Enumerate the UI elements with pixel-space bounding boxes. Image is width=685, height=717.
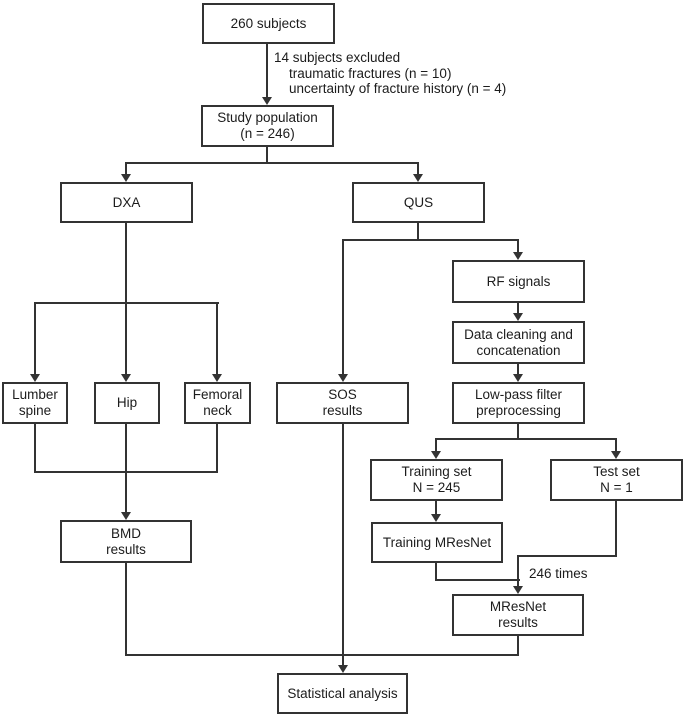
edge-lumber-down xyxy=(34,424,36,473)
node-label: Statistical analysis xyxy=(287,685,398,701)
arrowhead-study-population xyxy=(262,97,272,105)
edge-subjects-to-study xyxy=(266,44,268,98)
edge-qus-split xyxy=(342,239,519,241)
edge-cleaning-to-lowpass xyxy=(517,364,519,375)
node-training-set: Training set N = 245 xyxy=(370,459,503,501)
edge-sites-merge xyxy=(34,471,218,473)
edge-study-down xyxy=(266,147,268,164)
node-label: Training set xyxy=(401,464,472,479)
edge-to-femoral-neck xyxy=(216,302,218,375)
node-label: Low-pass filter xyxy=(474,387,563,402)
node-label: N = 245 xyxy=(412,480,461,495)
edge-rf-to-cleaning xyxy=(517,303,519,314)
edge-mresnet-results-down xyxy=(517,636,519,656)
node-label: neck xyxy=(203,403,232,418)
excluded-item: uncertainty of fracture history (n = 4) xyxy=(289,81,507,96)
node-sos-results: SOS results xyxy=(276,382,409,424)
node-label: QUS xyxy=(403,194,434,210)
times-label: 246 times xyxy=(529,566,588,581)
node-study-population: Study population (n = 246) xyxy=(201,105,334,147)
node-260-subjects: 260 subjects xyxy=(202,3,335,44)
arrowhead-sos-results xyxy=(338,374,348,382)
edge-hip-down xyxy=(125,424,127,514)
node-qus: QUS xyxy=(352,182,485,223)
arrowhead-test-set xyxy=(611,451,621,459)
node-label: spine xyxy=(18,403,52,418)
edge-test-set-left xyxy=(517,555,617,557)
node-label: 260 subjects xyxy=(230,15,307,31)
arrowhead-data-cleaning xyxy=(513,313,523,321)
edge-training-set-down xyxy=(435,501,437,515)
arrowhead-mresnet-results xyxy=(513,586,523,594)
node-statistical-analysis: Statistical analysis xyxy=(277,673,408,714)
edge-to-rf xyxy=(517,239,519,253)
arrowhead-statistical-analysis xyxy=(338,665,348,673)
arrowhead-rf-signals xyxy=(513,252,523,260)
arrowhead-dxa xyxy=(121,174,131,182)
node-label: Study population xyxy=(217,110,318,125)
edge-dxa-down xyxy=(125,223,127,375)
node-hip: Hip xyxy=(94,382,160,424)
node-lumber-spine: Lumber spine xyxy=(2,382,68,424)
excluded-item: traumatic fractures (n = 10) xyxy=(289,65,452,81)
edge-test-set-down xyxy=(615,501,617,557)
node-label: RF signals xyxy=(486,273,551,289)
node-label: Lumber xyxy=(12,387,58,402)
node-test-set: Test set N = 1 xyxy=(550,459,683,501)
arrowhead-hip xyxy=(121,374,131,382)
edge-to-qus xyxy=(417,162,419,175)
arrowhead-lumber-spine xyxy=(30,374,40,382)
node-label: N = 1 xyxy=(600,480,633,495)
edge-junction-to-mresnet-results xyxy=(517,555,519,587)
node-label: Hip xyxy=(116,395,138,410)
node-mresnet-results: MResNet results xyxy=(452,594,584,636)
edge-to-test-set xyxy=(615,438,617,452)
node-label: Femoral xyxy=(192,387,243,402)
node-label: SOS xyxy=(328,387,357,402)
node-data-cleaning: Data cleaning and concatenation xyxy=(452,321,585,364)
edge-qus-down xyxy=(417,223,419,241)
edge-to-dxa xyxy=(125,162,127,175)
arrowhead-femoral-neck xyxy=(212,374,222,382)
arrowhead-training-set xyxy=(431,451,441,459)
node-label: (n = 246) xyxy=(240,126,295,141)
node-label: BMD xyxy=(111,525,141,541)
edge-sets-split xyxy=(435,438,617,440)
node-label: MResNet xyxy=(489,599,547,614)
node-label: results xyxy=(106,541,146,557)
edge-training-mresnet-down xyxy=(435,563,437,581)
edge-sos-down xyxy=(342,424,344,666)
node-femoral-neck: Femoral neck xyxy=(184,382,251,424)
node-label: results xyxy=(498,615,538,630)
node-label: Test set xyxy=(593,464,640,479)
arrowhead-training-mresnet xyxy=(431,514,441,522)
edge-training-mresnet-right xyxy=(435,579,520,581)
node-lowpass-filter: Low-pass filter preprocessing xyxy=(452,382,585,424)
edge-to-sos xyxy=(342,239,344,376)
node-label: results xyxy=(322,403,363,418)
arrowhead-qus xyxy=(413,174,423,182)
edge-dxa-split xyxy=(34,302,219,304)
edge-bottom-merge xyxy=(125,654,519,656)
edge-to-lumber-spine xyxy=(34,302,36,375)
edge-femoral-down xyxy=(216,424,218,473)
arrowhead-lowpass xyxy=(513,374,523,382)
node-dxa: DXA xyxy=(60,182,193,223)
edge-study-split xyxy=(125,162,419,164)
arrowhead-bmd-results xyxy=(121,512,131,520)
excluded-title: 14 subjects excluded xyxy=(274,50,401,65)
node-rf-signals: RF signals xyxy=(452,260,585,303)
node-label: concatenation xyxy=(476,342,561,358)
excluded-annotation: 14 subjects excluded traumatic fractures… xyxy=(274,50,506,97)
node-label: Training MResNet xyxy=(382,534,492,550)
node-training-mresnet: Training MResNet xyxy=(371,522,503,563)
edge-to-training-set xyxy=(435,438,437,452)
node-label: DXA xyxy=(112,194,141,210)
edge-lowpass-down xyxy=(517,424,519,440)
edge-bmd-down xyxy=(125,563,127,656)
node-label: preprocessing xyxy=(476,403,561,418)
node-bmd-results: BMD results xyxy=(60,520,192,563)
node-label: Data cleaning and xyxy=(464,326,573,342)
